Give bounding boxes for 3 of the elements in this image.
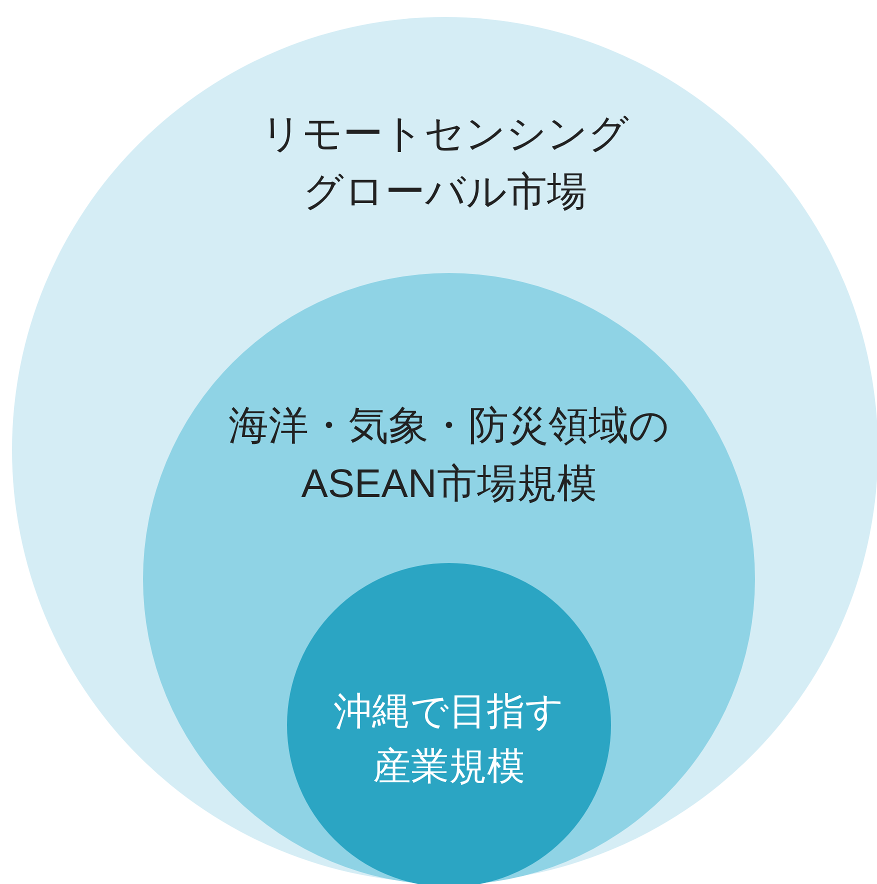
circle-label: リモートセンシンググローバル市場 [260,111,630,216]
circle-label: 海洋・気象・防災領域のASEAN市場規模 [228,403,670,508]
circle-label: 沖縄で目指す産業規模 [333,690,565,790]
